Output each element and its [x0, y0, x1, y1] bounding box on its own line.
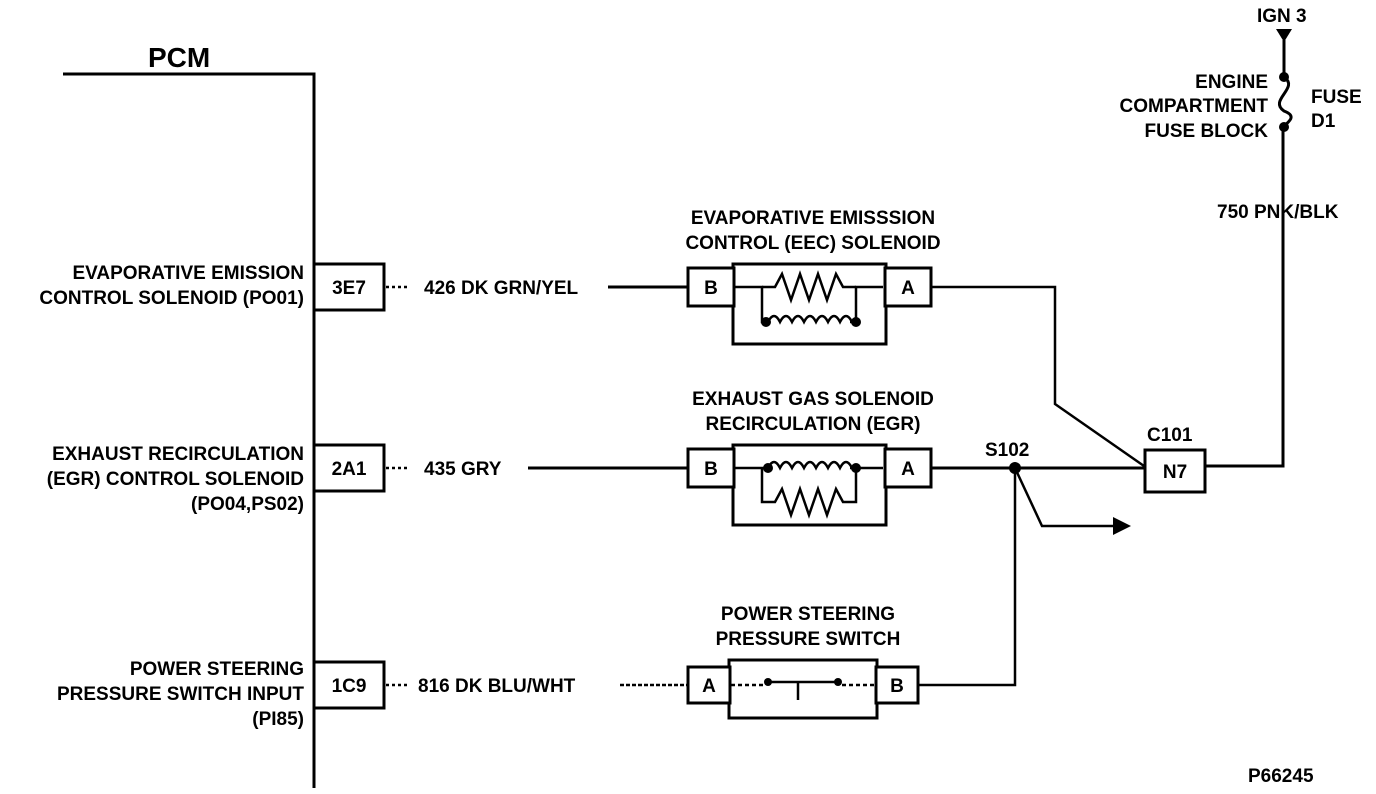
- wire-435-label: 435 GRY: [424, 459, 502, 480]
- egr-pin-b-box: [686, 447, 736, 489]
- wire-426-label: 426 DK GRN/YEL: [424, 278, 579, 299]
- ps-switch-body: [727, 658, 879, 720]
- eec-pin-a: A: [901, 278, 915, 299]
- ps-switch-label-1: POWER STEERING: [721, 604, 895, 625]
- eec-pin-b: B: [704, 278, 718, 299]
- eec-solenoid-body: [731, 262, 888, 346]
- wire-eec-to-c101: [931, 285, 1145, 468]
- pcm-pin-1c9-box: [312, 660, 386, 710]
- pcm-outline: [63, 72, 316, 788]
- eec-pin-b-box: [686, 266, 736, 308]
- ps-pin-b-box: [874, 665, 920, 705]
- splice-s102-arrow-icon: [1113, 517, 1131, 535]
- wire-s102-to-ps-switch: [912, 468, 1017, 687]
- ps-pin-a: A: [702, 676, 716, 697]
- fuse-d1-symbol: [1277, 75, 1293, 128]
- egr-pin-b: B: [704, 459, 718, 480]
- eec-solenoid-label-2: CONTROL (EEC) SOLENOID: [685, 233, 940, 254]
- egr-solenoid-label-1: EXHAUST GAS SOLENOID: [692, 389, 934, 410]
- pcm-input-egr-label-2: (EGR) CONTROL SOLENOID: [47, 469, 304, 490]
- pcm-title: PCM: [148, 42, 210, 73]
- egr-solenoid-coil-symbol: [735, 460, 883, 519]
- egr-pin-a: A: [901, 459, 915, 480]
- pcm-input-egr-label-3: (PO04,PS02): [191, 494, 304, 515]
- fuse-block-label-1: ENGINE: [1195, 72, 1268, 93]
- ign3-label: IGN 3: [1257, 6, 1307, 27]
- pcm-pin-2a1-box: [312, 443, 386, 493]
- ps-switch-contact-symbol: [731, 678, 874, 700]
- connector-c101-label: C101: [1147, 425, 1193, 446]
- splice-s102-label: S102: [985, 440, 1029, 461]
- splice-s102-branch: [1013, 467, 1115, 528]
- wire-750: [1206, 130, 1285, 468]
- pcm-input-ps-label-1: POWER STEERING: [130, 659, 304, 680]
- pcm-input-egr-label-1: EXHAUST RECIRCULATION: [52, 444, 304, 465]
- eec-solenoid-label-1: EVAPORATIVE EMISSSION: [691, 208, 935, 229]
- eec-solenoid-coil-symbol: [735, 270, 883, 327]
- fuse-bottom-terminal: [1279, 122, 1289, 132]
- pcm-pin-3e7: 3E7: [332, 278, 366, 299]
- wire-816-label: 816 DK BLU/WHT: [418, 676, 576, 697]
- eec-pin-a-box: [883, 266, 933, 308]
- fuse-label-1: FUSE: [1311, 87, 1362, 108]
- pcm-pin-3e7-box: [312, 262, 386, 312]
- fuse-block-label-3: FUSE BLOCK: [1145, 121, 1269, 142]
- connector-c101-box: [1143, 448, 1207, 494]
- connector-c101-pin: N7: [1163, 462, 1187, 483]
- pcm-input-eec-label-1: EVAPORATIVE EMISSION: [72, 263, 304, 284]
- pcm-input-eec-label-2: CONTROL SOLENOID (PO01): [39, 288, 304, 309]
- ps-pin-a-box: [686, 665, 732, 705]
- fuse-block-label-2: COMPARTMENT: [1120, 96, 1269, 117]
- figure-id: P66245: [1248, 766, 1314, 787]
- egr-solenoid-body: [731, 443, 888, 527]
- ps-pin-b: B: [890, 676, 904, 697]
- pcm-pin-1c9: 1C9: [332, 676, 367, 697]
- wire-750-label: 750 PNK/BLK: [1217, 202, 1339, 223]
- ps-switch-label-2: PRESSURE SWITCH: [716, 629, 901, 650]
- egr-solenoid-label-2: RECIRCULATION (EGR): [706, 414, 921, 435]
- pcm-pin-2a1: 2A1: [332, 459, 367, 480]
- ign3-arrow-icon: [1276, 29, 1292, 42]
- pcm-input-ps-label-2: PRESSURE SWITCH INPUT: [57, 684, 304, 705]
- pcm-input-ps-label-3: (PI85): [252, 709, 304, 730]
- fuse-label-2: D1: [1311, 111, 1336, 132]
